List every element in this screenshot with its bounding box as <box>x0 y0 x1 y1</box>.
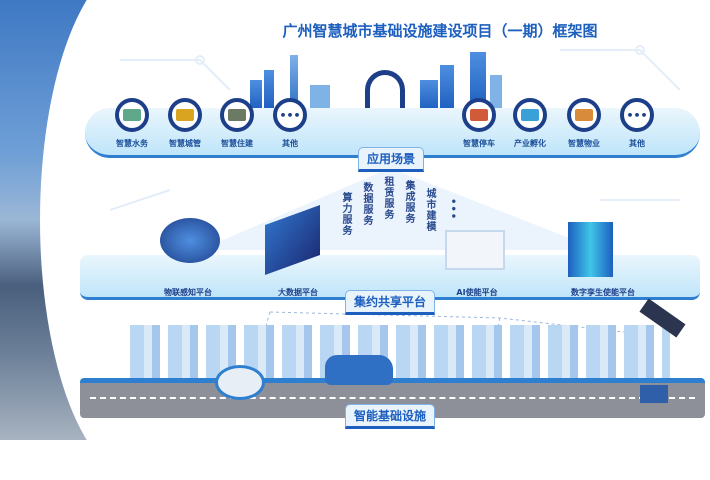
application-item-label: 其他 <box>629 139 645 148</box>
service-label: ••• <box>447 198 458 221</box>
property-icon <box>567 98 601 132</box>
service-label: 数据服务 <box>361 182 372 226</box>
application-layer-label: 应用场景 <box>358 147 425 172</box>
service-label: 城市建模 <box>424 188 435 232</box>
water-icon <box>115 98 149 132</box>
autonomous-car-icon <box>215 365 265 400</box>
more-icon: ••• <box>273 98 307 132</box>
service-beam <box>200 168 600 250</box>
service-label: 算力服务 <box>340 192 351 236</box>
platform-layer-label: 集约共享平台 <box>345 290 436 315</box>
more-icon: ••• <box>620 98 654 132</box>
platform-item-label: 大数据平台 <box>278 288 318 297</box>
service-label: 租赁服务 <box>382 176 393 220</box>
application-item-label: 智慧停车 <box>463 139 495 148</box>
skyline <box>250 50 520 110</box>
application-item-label: 其他 <box>282 139 298 148</box>
iot-icon <box>160 218 220 263</box>
truck-icon <box>168 98 202 132</box>
application-item-label: 智慧水务 <box>116 139 148 148</box>
diagram-title: 广州智慧城市基础设施建设项目（一期）框架图 <box>282 22 598 40</box>
platform-item-label: 物联感知平台 <box>164 288 212 297</box>
digital-twin-icon <box>568 222 613 277</box>
platform-item-label: 数字孪生使能平台 <box>571 288 635 297</box>
infrastructure-layer-label: 智能基础设施 <box>345 404 436 429</box>
construction-icon <box>220 98 254 132</box>
platform-item-label: AI使能平台 <box>456 288 498 297</box>
application-item-label: 智慧物业 <box>568 139 600 148</box>
ai-icon <box>445 230 505 270</box>
service-label: 集成服务 <box>403 180 414 224</box>
infra-skyline <box>130 325 670 380</box>
car-icon <box>325 355 393 385</box>
solar-panel-icon <box>640 385 668 403</box>
application-item-label: 智慧城管 <box>169 139 201 148</box>
industry-icon <box>513 98 547 132</box>
application-item-label: 产业孵化 <box>514 139 546 148</box>
application-item-label: 智慧住建 <box>221 139 253 148</box>
parking-icon <box>462 98 496 132</box>
